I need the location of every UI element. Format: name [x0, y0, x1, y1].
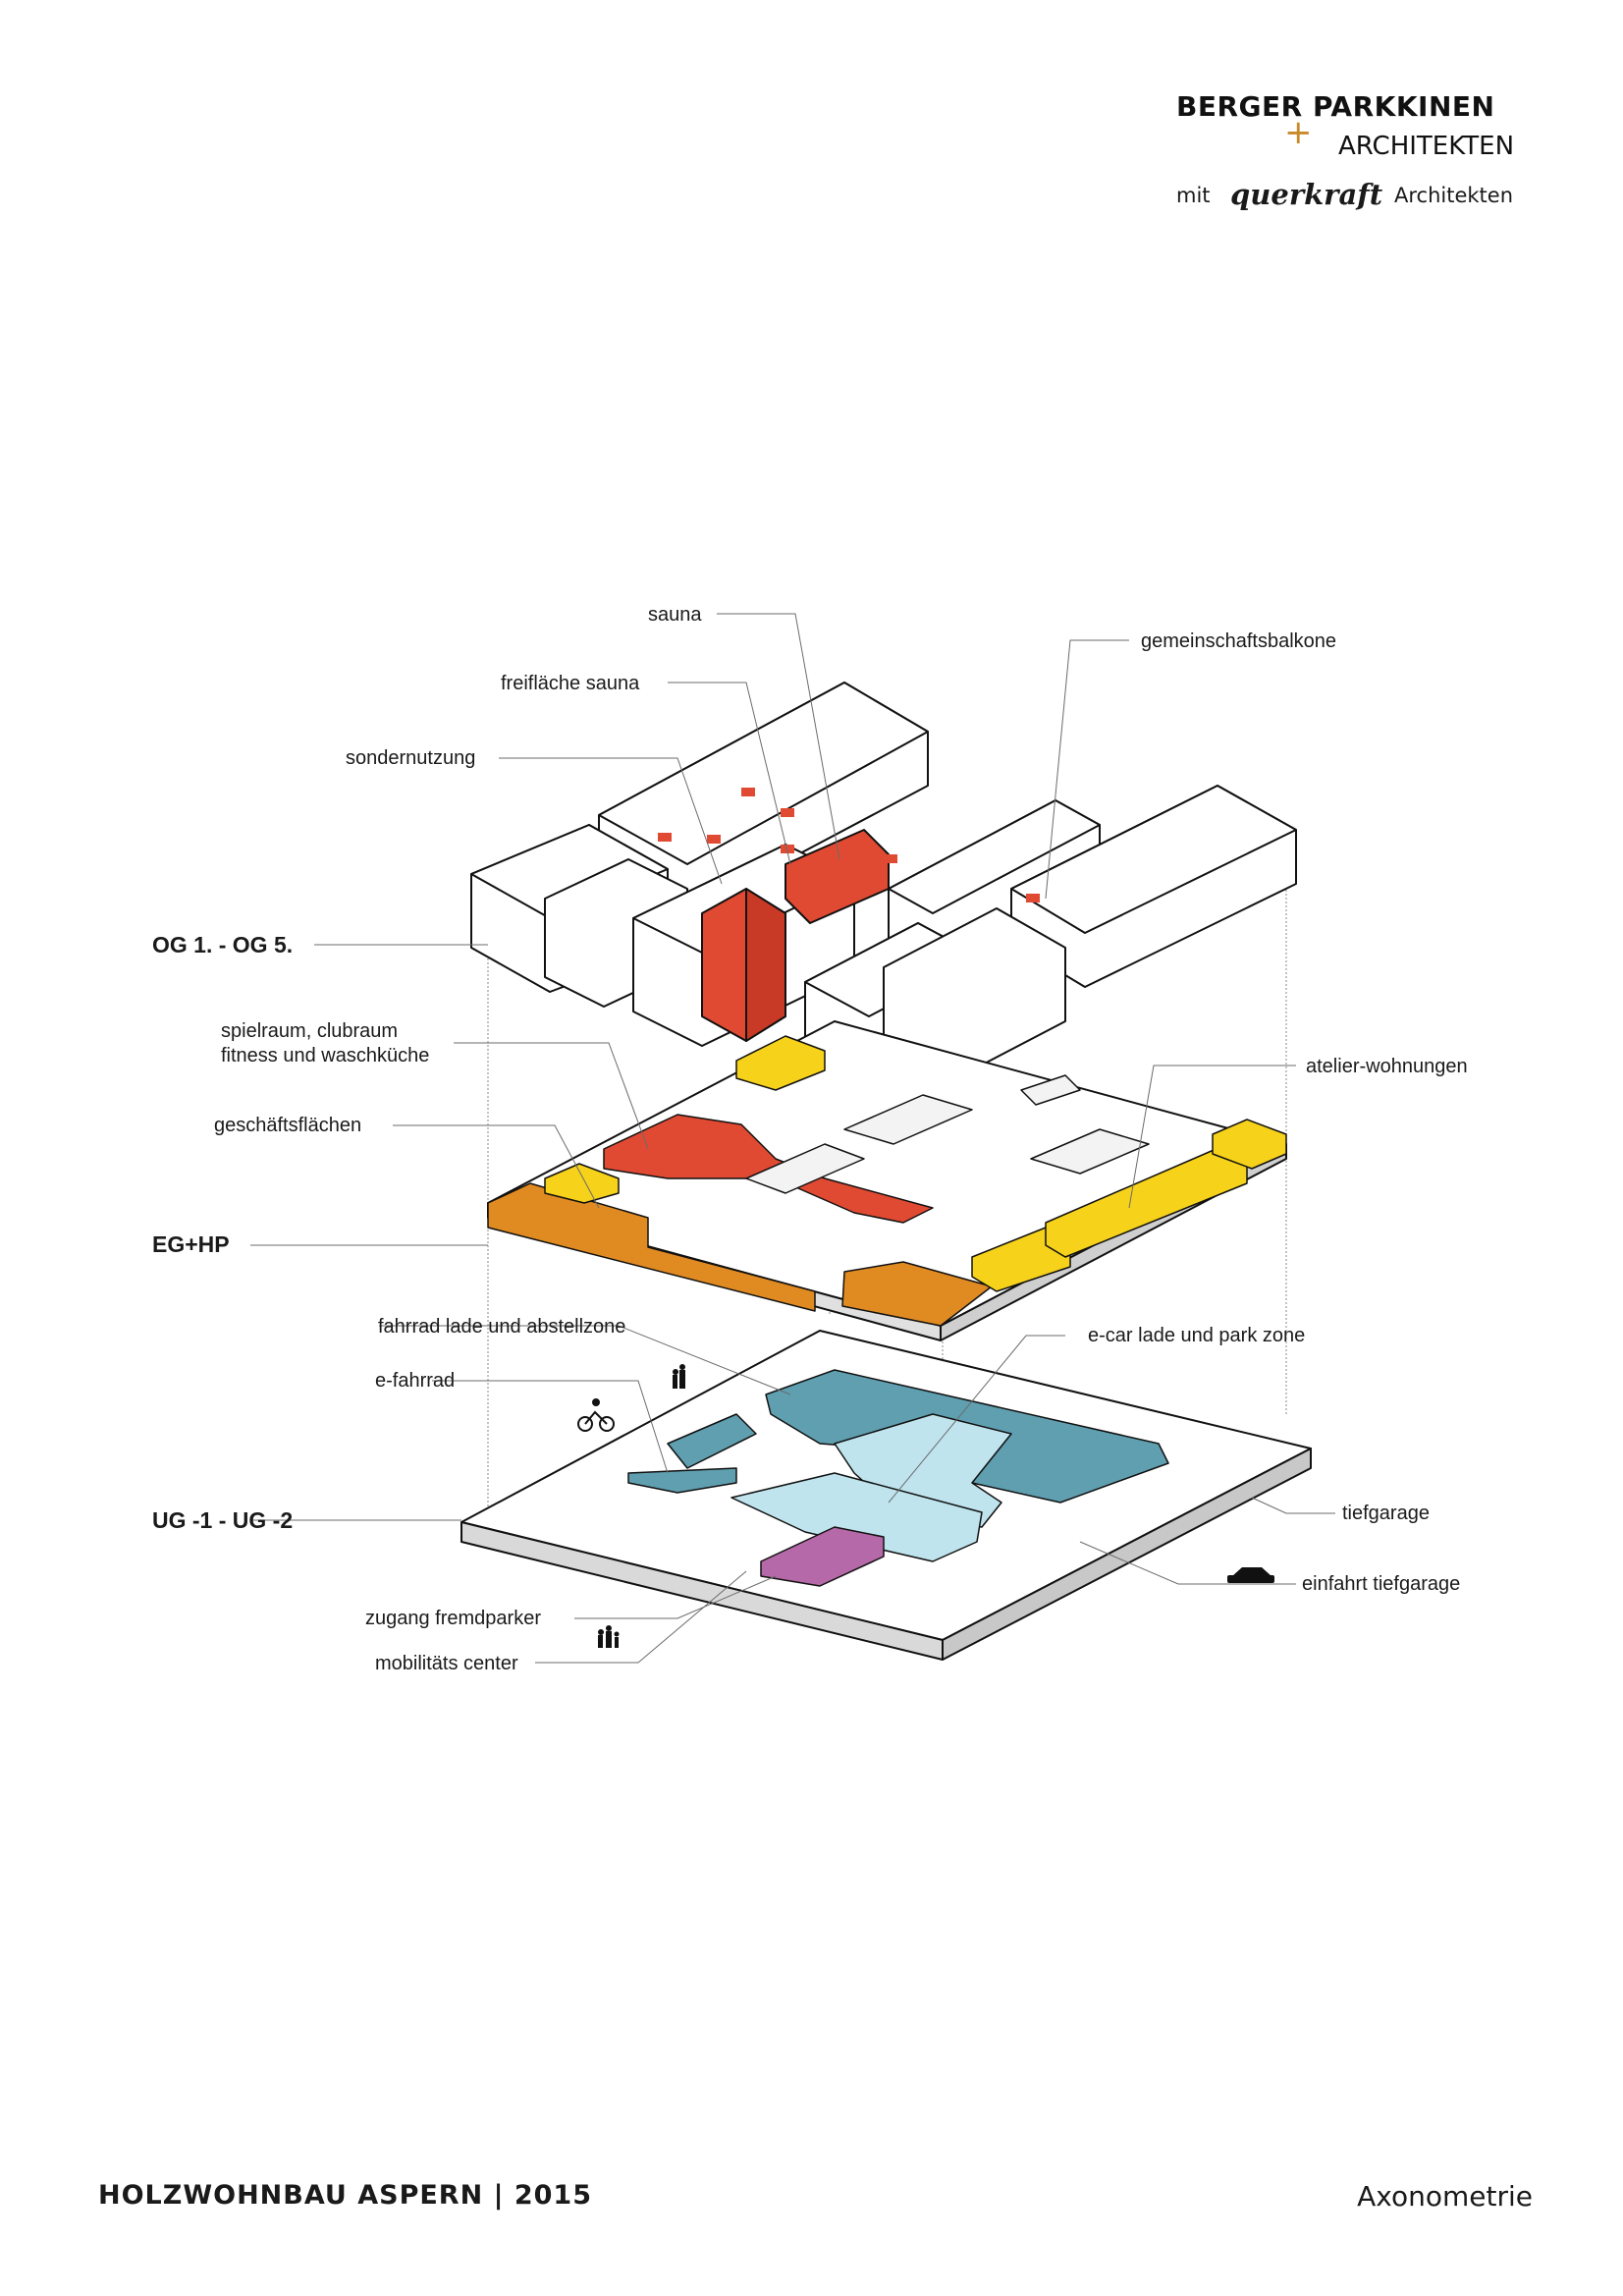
bicycle-icon: [577, 1398, 615, 1432]
firm-name: BERGER PARKKINEN: [1176, 90, 1495, 123]
sheet-title: Axonometrie: [1357, 2180, 1533, 2213]
level-label-basement: UG -1 - UG -2: [152, 1507, 293, 1533]
firm-subtitle: ARCHITEKTEN: [1338, 132, 1515, 161]
label-mobilitaets-center: mobilitäts center: [375, 1653, 518, 1674]
label-spielraum-line2: fitness und waschküche: [221, 1045, 429, 1066]
label-fahrrad-lade: fahrrad lade und abstellzone: [378, 1316, 625, 1338]
person-icons-top: [673, 1364, 685, 1389]
car-icon: [1227, 1567, 1274, 1583]
project-title: HOLZWOHNBAU ASPERN | 2015: [98, 2180, 592, 2211]
label-atelier-wohnungen: atelier-wohnungen: [1306, 1056, 1468, 1077]
label-zugang-fremdparker: zugang fremdparker: [365, 1608, 541, 1629]
partner-suffix: Architekten: [1394, 184, 1514, 207]
person-icons-bottom: [598, 1625, 620, 1648]
balcony-markers: [658, 788, 1040, 902]
label-tiefgarage: tiefgarage: [1342, 1503, 1430, 1524]
label-spielraum-line1: spielraum, clubraum: [221, 1020, 398, 1042]
partner-name: querkraft: [1230, 178, 1383, 211]
upper-floors-block: [470, 682, 1297, 1101]
partner-prefix: mit: [1176, 184, 1211, 207]
firm-plus-sign: +: [1284, 113, 1313, 152]
label-sondernutzung: sondernutzung: [346, 747, 475, 769]
basement-zones: [627, 1369, 1169, 1587]
label-gemeinschaftsbalkone: gemeinschaftsbalkone: [1141, 630, 1336, 652]
label-e-fahrrad: e-fahrrad: [375, 1370, 455, 1392]
label-geschaeftsflaechen: geschäftsflächen: [214, 1115, 361, 1136]
level-label-upper: OG 1. - OG 5.: [152, 932, 293, 957]
label-freiflaeche-sauna: freifläche sauna: [501, 673, 640, 694]
label-einfahrt-tiefgarage: einfahrt tiefgarage: [1302, 1573, 1460, 1595]
ground-floor-volumes: [487, 1035, 1287, 1327]
label-sauna: sauna: [648, 604, 702, 626]
label-e-car: e-car lade und park zone: [1088, 1325, 1305, 1346]
architect-logo: BERGER PARKKINEN + ARCHITEKTEN mit querk…: [1176, 90, 1530, 228]
leader-lines: [250, 613, 1335, 1664]
level-label-ground: EG+HP: [152, 1231, 230, 1257]
